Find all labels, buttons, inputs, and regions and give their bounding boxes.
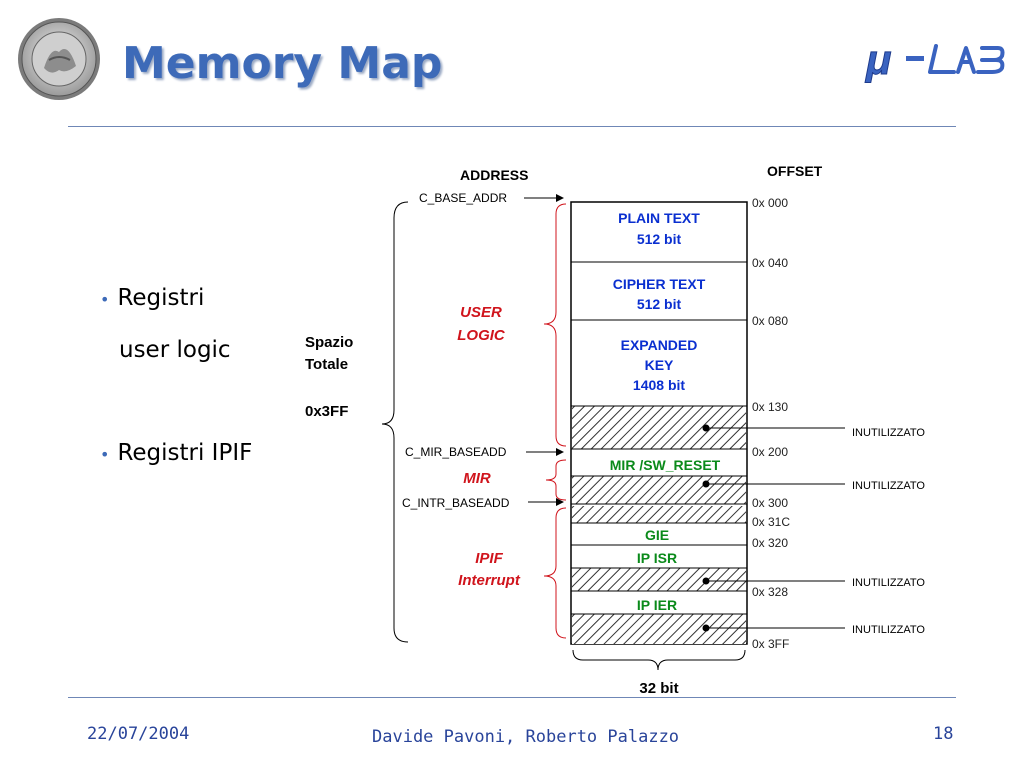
footer-divider xyxy=(68,697,956,698)
slide-title: Memory Map xyxy=(122,38,443,89)
bullet-item-2: • Registri IPIF xyxy=(100,440,252,466)
offset-label: 0x 040 xyxy=(752,256,788,270)
offset-header: OFFSET xyxy=(767,163,823,179)
page-number: 18 xyxy=(933,724,954,744)
offset-label: 0x 320 xyxy=(752,536,788,550)
header-divider xyxy=(68,126,956,127)
unused-callout-dots xyxy=(702,424,710,632)
block-separators xyxy=(571,261,747,615)
block-expanded-key-size: 1408 bit xyxy=(633,377,685,393)
pointer-c-intr-baseadd: C_INTR_BASEADD xyxy=(402,496,510,510)
block-plain-text: PLAIN TEXT xyxy=(618,210,700,226)
block-gie: GIE xyxy=(645,527,669,543)
block-cipher-text-size: 512 bit xyxy=(637,296,682,312)
unused-label: INUTILIZZATO xyxy=(852,624,925,636)
pointer-c-base-addr: C_BASE_ADDR xyxy=(419,191,507,205)
bullet-text: Registri IPIF xyxy=(117,440,253,466)
pointer-arrows xyxy=(524,194,564,506)
bullet-dot-icon: • xyxy=(100,290,110,309)
bullet-item-1: • Registri xyxy=(100,285,204,311)
offset-label: 0x 000 xyxy=(752,196,788,210)
region-mir: MIR xyxy=(463,470,491,487)
block-ip-isr: IP ISR xyxy=(637,550,677,566)
unused-area xyxy=(572,568,746,591)
unused-area xyxy=(572,614,746,644)
unused-area xyxy=(572,476,746,504)
address-header: ADDRESS xyxy=(460,167,528,183)
offset-label: 0x 200 xyxy=(752,445,788,459)
block-expanded-key: EXPANDED xyxy=(621,337,698,353)
block-mir-sw-reset: MIR /SW_RESET xyxy=(610,457,721,473)
unused-callout-lines xyxy=(706,427,845,629)
politecnico-seal xyxy=(18,18,100,100)
unused-label: INUTILIZZATO xyxy=(852,427,925,439)
footer-date: 22/07/2004 xyxy=(87,724,190,744)
unused-label: INUTILIZZATO xyxy=(852,480,925,492)
region-user-logic: USER xyxy=(460,304,502,321)
region-user-logic-line2: LOGIC xyxy=(457,327,506,344)
width-label: 32 bit xyxy=(639,680,678,697)
offset-label: 0x 130 xyxy=(752,400,788,414)
width-brace xyxy=(572,649,746,671)
offset-label: 0x 300 xyxy=(752,496,788,510)
mu-lab-logo: μ xyxy=(865,36,1005,84)
unused-label: INUTILIZZATO xyxy=(852,577,925,589)
offset-label: 0x 31C xyxy=(752,515,790,529)
unused-area xyxy=(572,506,746,523)
bullet-item-1-line2: user logic xyxy=(119,337,231,363)
offset-label: 0x 328 xyxy=(752,585,788,599)
bullet-dot-icon: • xyxy=(100,445,110,464)
block-plain-text-size: 512 bit xyxy=(637,231,682,247)
bullet-text: Registri xyxy=(117,285,205,311)
footer-authors: Davide Pavoni, Roberto Palazzo xyxy=(372,727,680,747)
block-ip-ier: IP IER xyxy=(637,597,677,613)
spazio-label-line2: Totale xyxy=(305,356,348,373)
offset-label: 0x 3FF xyxy=(752,637,789,651)
region-ipif-line2: Interrupt xyxy=(458,572,521,589)
block-cipher-text: CIPHER TEXT xyxy=(613,276,706,292)
block-expanded-key-line2: KEY xyxy=(645,357,674,373)
offset-label: 0x 080 xyxy=(752,314,788,328)
total-space-brace xyxy=(381,201,409,643)
region-braces xyxy=(543,203,567,639)
region-ipif: IPIF xyxy=(475,550,503,567)
spazio-label: Spazio xyxy=(305,334,353,351)
svg-text:μ: μ xyxy=(865,36,891,83)
pointer-c-mir-baseadd: C_MIR_BASEADD xyxy=(405,445,507,459)
spazio-value: 0x3FF xyxy=(305,403,348,420)
